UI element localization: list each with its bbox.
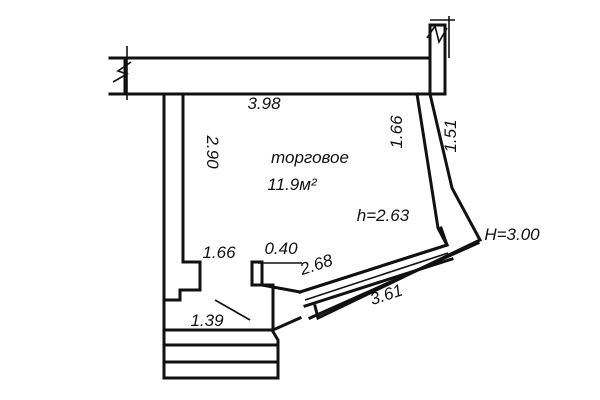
- break-mark-left: [112, 46, 132, 100]
- left-wall: [162, 92, 202, 380]
- room-name: торговое: [271, 148, 349, 167]
- dim-right-outer: 1.51: [441, 119, 460, 152]
- dim-entrance: 1.39: [190, 311, 224, 330]
- top-wall: [108, 23, 447, 96]
- room-area: 11.9м²: [267, 175, 317, 194]
- dim-right-inner: 1.66: [387, 115, 406, 149]
- break-mark-right: [426, 16, 455, 58]
- dim-diagonal: 2.68: [297, 250, 336, 279]
- bottom-wall: [298, 241, 480, 320]
- height-outer: H=3.00: [484, 225, 540, 244]
- entrance-jamb: [214, 260, 302, 333]
- threshold-steps: [162, 328, 280, 380]
- dim-left-height: 2.90: [203, 134, 222, 169]
- dim-top-width: 3.98: [247, 94, 281, 113]
- dim-bottom-left: 1.66: [202, 243, 236, 262]
- dim-opening: 0.40: [264, 239, 298, 258]
- height-inner: h=2.63: [357, 206, 410, 225]
